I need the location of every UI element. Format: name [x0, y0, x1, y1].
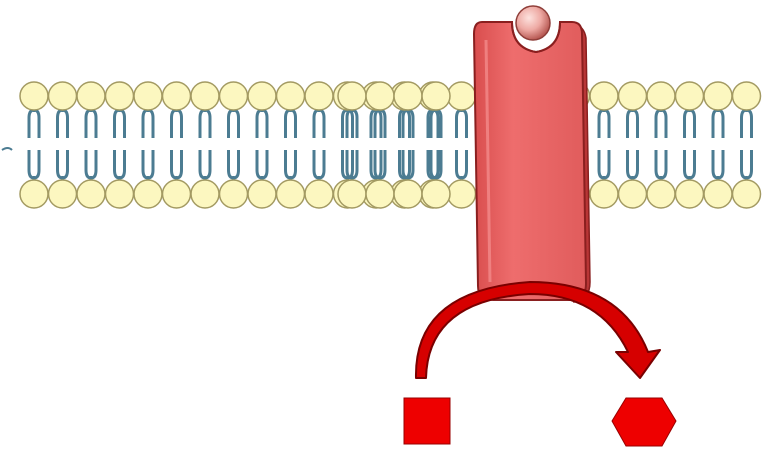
lipid-tail-upper [314, 110, 324, 138]
lipid-tail-lower [58, 150, 68, 178]
lipid-tail-lower [685, 150, 695, 178]
lipid-tail-upper [172, 110, 182, 138]
lipid-head-upper [448, 82, 476, 110]
lipid-head-lower [676, 180, 704, 208]
lipid-tail-lower [115, 150, 125, 178]
lipid-head-lower [49, 180, 77, 208]
lipid-head-upper [733, 82, 761, 110]
lipid-head-upper [248, 82, 276, 110]
phospholipid-bilayer [2, 82, 761, 208]
lipid-head-upper [619, 82, 647, 110]
lipid-tail-lower [628, 150, 638, 178]
lipid-head-upper [704, 82, 732, 110]
lipid-tail-upper [229, 110, 239, 138]
lipid-head-upper [647, 82, 675, 110]
lipid-head-lower [20, 180, 48, 208]
lipid-head-upper [366, 82, 394, 110]
lipid-tail-lower [143, 150, 153, 178]
lipid-head-lower [704, 180, 732, 208]
lipid-tail-lower [229, 150, 239, 178]
lipid-head-upper [676, 82, 704, 110]
lipid-tail-upper [431, 110, 441, 138]
lipid-head-upper [338, 82, 366, 110]
lipid-tail-lower [29, 150, 39, 178]
lipid-head-upper [49, 82, 77, 110]
lipid-head-lower [733, 180, 761, 208]
lipid-tail-lower [431, 150, 441, 178]
lipid-tail-upper [143, 110, 153, 138]
lipid-head-lower [422, 180, 450, 208]
lipid-tail-lower [457, 150, 467, 178]
lipid-tail-lower [713, 150, 723, 178]
lipid-tail-upper [86, 110, 96, 138]
lipid-tail-upper [742, 110, 752, 138]
lipid-head-lower [106, 180, 134, 208]
lipid-head-lower [277, 180, 305, 208]
lipid-head-lower [134, 180, 162, 208]
substrate-square [404, 398, 450, 444]
lipid-tail-lower [599, 150, 609, 178]
lipid-tail-upper [457, 110, 467, 138]
lipid-tail-lower [86, 150, 96, 178]
lipid-tail-upper [58, 110, 68, 138]
lipid-head-lower [248, 180, 276, 208]
lipid-tail-upper [200, 110, 210, 138]
lipid-head-lower [163, 180, 191, 208]
transmembrane-receptor [474, 22, 590, 302]
lipid-head-lower [220, 180, 248, 208]
lipid-head-upper [394, 82, 422, 110]
lipid-head-lower [590, 180, 618, 208]
lipid-head-lower [338, 180, 366, 208]
lipid-head-upper [77, 82, 105, 110]
lipid-tail-lower [742, 150, 752, 178]
lipid-edge-fragment [2, 148, 12, 150]
lipid-head-upper [106, 82, 134, 110]
lipid-head-upper [191, 82, 219, 110]
lipid-head-upper [305, 82, 333, 110]
lipid-tail-lower [200, 150, 210, 178]
lipid-tail-upper [685, 110, 695, 138]
lipid-tail-upper [286, 110, 296, 138]
lipid-tail-lower [172, 150, 182, 178]
lipid-head-lower [647, 180, 675, 208]
lipid-tail-lower [314, 150, 324, 178]
lipid-head-lower [305, 180, 333, 208]
lipid-tail-upper [713, 110, 723, 138]
lipid-head-lower [77, 180, 105, 208]
lipid-head-lower [448, 180, 476, 208]
lipid-tail-lower [656, 150, 666, 178]
lipid-heads [20, 82, 761, 208]
lipid-tail-lower [257, 150, 267, 178]
lipid-head-upper [590, 82, 618, 110]
lipid-head-upper [220, 82, 248, 110]
ligand-sphere [516, 6, 550, 40]
lipid-head-upper [277, 82, 305, 110]
lipid-head-upper [134, 82, 162, 110]
product-hexagon [612, 398, 676, 446]
lipid-tail-upper [115, 110, 125, 138]
lipid-tail-upper [656, 110, 666, 138]
lipid-head-lower [191, 180, 219, 208]
lipid-tail-upper [257, 110, 267, 138]
lipid-tails [2, 108, 752, 182]
lipid-tail-lower [286, 150, 296, 178]
lipid-head-upper [422, 82, 450, 110]
lipid-tail-upper [599, 110, 609, 138]
lipid-tail-upper [628, 110, 638, 138]
lipid-head-lower [619, 180, 647, 208]
lipid-head-upper [163, 82, 191, 110]
lipid-head-upper [20, 82, 48, 110]
lipid-head-lower [394, 180, 422, 208]
lipid-head-lower [366, 180, 394, 208]
lipid-tail-upper [29, 110, 39, 138]
